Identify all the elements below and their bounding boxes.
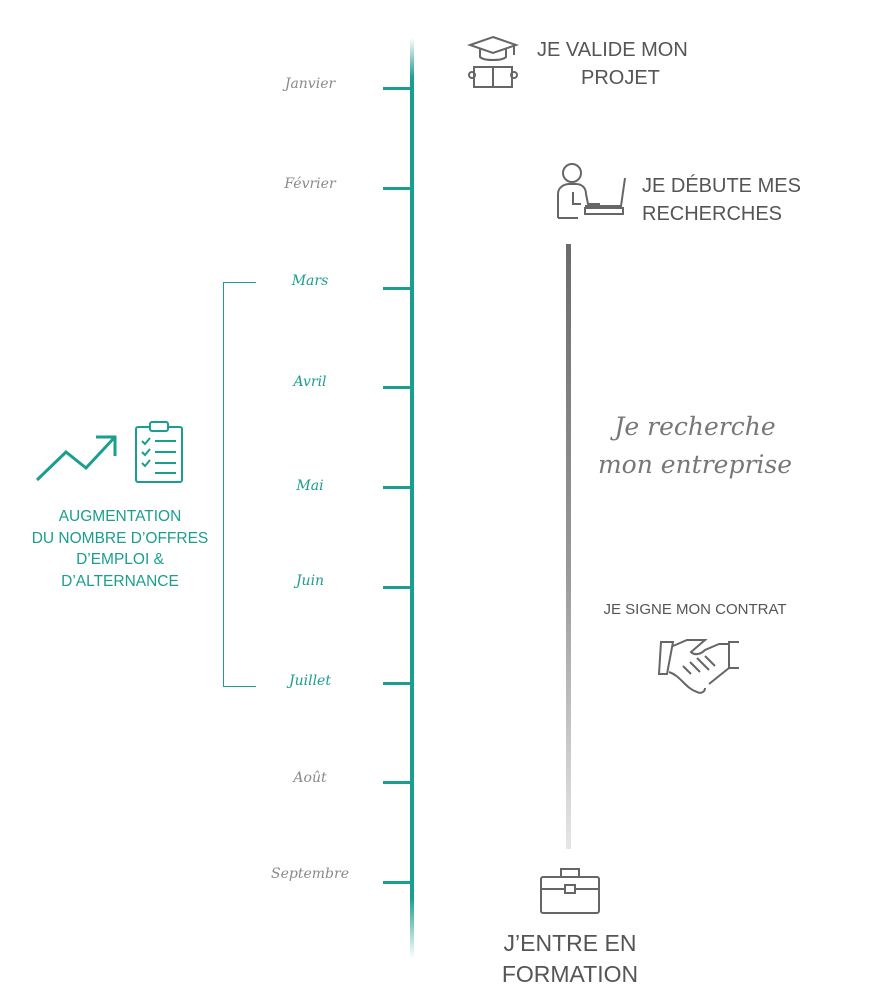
search-period-line: [566, 244, 571, 849]
tick-septembre: [383, 881, 411, 884]
handshake-icon: [657, 639, 739, 694]
month-label: Février: [284, 176, 336, 192]
month-label: Mars: [291, 273, 329, 289]
month-label: Juillet: [289, 673, 331, 689]
month-label: Septembre: [271, 866, 349, 882]
timeline-axis: [410, 38, 414, 958]
step-line: RECHERCHES: [642, 203, 783, 225]
step-line: J’ENTRE EN: [503, 930, 637, 956]
step-line: JE VALIDE MON: [537, 39, 688, 61]
graduate-reading-icon: [466, 35, 520, 88]
tick-aout: [383, 781, 411, 784]
step-search-text: JE DÉBUTE MES RECHERCHES: [642, 172, 801, 228]
script-line: mon entreprise: [597, 450, 793, 479]
highlight-line: D’EMPLOI &: [76, 551, 164, 568]
tick-avril: [383, 386, 411, 389]
script-line: Je recherche: [614, 412, 776, 441]
tick-fevrier: [383, 187, 411, 190]
tick-juillet: [383, 682, 411, 685]
step-line: PROJET: [581, 67, 660, 89]
checklist-clipboard-icon: [135, 421, 183, 483]
month-label: Août: [293, 770, 327, 786]
person-laptop-icon: [557, 163, 626, 219]
tick-mai: [383, 486, 411, 489]
tick-juin: [383, 586, 411, 589]
tick-mars: [383, 287, 411, 290]
step-contract-label: JE SIGNE MON CONTRAT: [603, 601, 787, 618]
highlight-line: D’ALTERNANCE: [61, 572, 179, 590]
highlight-line: AUGMENTATION: [58, 508, 182, 525]
step-line: FORMATION: [501, 961, 639, 987]
month-label: Avril: [293, 374, 327, 390]
highlight-line: DU NOMBRE D’OFFRES: [31, 529, 209, 547]
tick-janvier: [383, 87, 411, 90]
month-label: Mai: [296, 478, 324, 494]
highlight-text: AUGMENTATION DU NOMBRE D’OFFRES D’EMPLOI…: [0, 506, 240, 592]
step-training-text: J’ENTRE EN FORMATION: [470, 928, 670, 990]
step-validate-text: JE VALIDE MON PROJET: [537, 36, 688, 92]
step-line: JE DÉBUTE MES: [642, 175, 801, 197]
month-label: Juin: [295, 573, 325, 589]
briefcase-icon: [540, 868, 600, 914]
trend-up-icon: [35, 435, 117, 482]
company-search-text: Je recherche mon entreprise: [580, 408, 810, 484]
highlight-bracket: [223, 282, 256, 687]
month-label: Janvier: [284, 76, 336, 92]
